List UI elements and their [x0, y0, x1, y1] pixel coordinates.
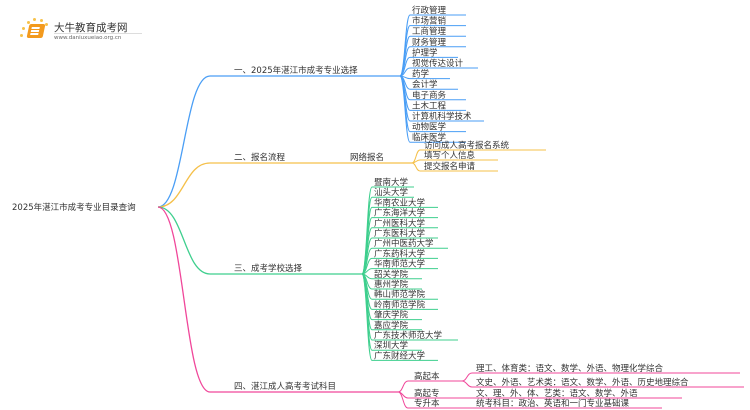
leaf-node[interactable]: 工商管理: [412, 26, 447, 37]
leaf-node[interactable]: 广东财经大学: [374, 350, 426, 361]
leaf-connector: [461, 380, 744, 388]
branches-layer: 一、2025年湛江市成考专业选择 行政管理市场营销工商管理财务管理护理学视觉传达设…: [157, 5, 744, 409]
logo-dot: [40, 19, 43, 22]
leaf-node[interactable]: 文、理、外、体、艺类：语文、数学、外语: [476, 388, 638, 399]
sub-branch-connector: [397, 391, 462, 409]
logo-dot: [27, 21, 30, 24]
logo-url: www.daniuxueiao.org.cn: [54, 35, 122, 41]
sub-branch-node[interactable]: 高起本: [414, 371, 440, 382]
leaf-node[interactable]: 岭南师范学院: [374, 299, 426, 310]
leaf-node[interactable]: 电子商务: [412, 90, 447, 101]
leaf-node[interactable]: 市场营销: [412, 16, 447, 27]
leaf-connector: [411, 162, 498, 172]
logo-title: 大牛教育成考网: [54, 22, 128, 34]
leaf-node[interactable]: 护理学: [412, 47, 438, 58]
leaf-node[interactable]: 访问成人高考报名系统: [424, 140, 510, 151]
leaf-node[interactable]: 广州中医药大学: [374, 238, 434, 249]
branch-node[interactable]: 四、湛江成人高考考试科目: [234, 381, 336, 392]
leaf-node[interactable]: 临床医学: [412, 132, 447, 143]
leaf-node[interactable]: 广东技术师范大学: [374, 330, 443, 341]
sub-branch-node[interactable]: 网络报名: [350, 152, 384, 163]
leaf-node[interactable]: 统考科目：政治、英语和一门专业基础课: [476, 398, 630, 409]
branch-connector: [157, 206, 362, 275]
sub-branch-node[interactable]: 高起专: [414, 388, 440, 399]
leaf-node[interactable]: 韶关学院: [374, 269, 409, 280]
root-node: 2025年湛江市成考专业目录查询: [12, 202, 136, 213]
leaf-node[interactable]: 华南农业大学: [374, 197, 426, 208]
leaf-node[interactable]: 行政管理: [412, 5, 447, 16]
logo-dot: [22, 27, 25, 30]
site-logo[interactable]: 大牛教育成考网 www.daniuxueiao.org.cn: [18, 18, 142, 48]
leaf-node[interactable]: 计算机科学技术: [412, 111, 472, 122]
branch-node[interactable]: 一、2025年湛江市成考专业选择: [234, 65, 358, 76]
leaf-node[interactable]: 土木工程: [412, 100, 447, 111]
leaf-node[interactable]: 药学: [412, 69, 430, 80]
sub-branch-connector: [397, 380, 462, 393]
leaf-node[interactable]: 汕头大学: [374, 187, 409, 198]
leaf-node[interactable]: 动物医学: [412, 122, 447, 133]
leaf-node[interactable]: 暨南大学: [374, 177, 409, 188]
leaf-node[interactable]: 文史、外语、艺术类：语文、数学、外语、历史地理综合: [476, 377, 689, 388]
branch-connector: [157, 162, 412, 208]
leaf-node[interactable]: 深圳大学: [374, 340, 409, 351]
leaf-node[interactable]: 提交报名申请: [424, 161, 476, 172]
leaf-node[interactable]: 广州医科大学: [374, 218, 426, 229]
leaf-node[interactable]: 会计学: [412, 79, 438, 90]
branch-connector: [157, 206, 398, 393]
leaf-node[interactable]: 广东药科大学: [374, 248, 426, 259]
logo-dot: [45, 23, 48, 26]
leaf-connector: [361, 273, 438, 361]
leaf-node[interactable]: 理工、体育类：语文、数学、外语、物理化学综合: [476, 363, 664, 374]
leaf-connector: [399, 75, 466, 143]
leaf-node[interactable]: 肇庆学院: [374, 310, 409, 321]
leaf-node[interactable]: 华南师范大学: [374, 259, 426, 270]
logo-dot: [33, 18, 36, 21]
branch-connector: [157, 75, 400, 208]
leaf-node[interactable]: 填写个人信息: [424, 150, 476, 161]
leaf-node[interactable]: 韩山师范学院: [374, 289, 426, 300]
leaf-node[interactable]: 广东海洋大学: [374, 208, 426, 219]
leaf-node[interactable]: 惠州学院: [374, 279, 409, 290]
sub-branch-node[interactable]: 专升本: [414, 398, 440, 409]
logo-dot: [20, 34, 23, 37]
logo-divider: [54, 33, 142, 34]
branch-node[interactable]: 二、报名流程: [234, 152, 286, 163]
branch-node[interactable]: 三、成考学校选择: [234, 263, 303, 274]
leaf-node[interactable]: 广东医科大学: [374, 228, 426, 239]
leaf-node[interactable]: 视觉传达设计: [412, 58, 464, 69]
leaf-node[interactable]: 嘉应学院: [374, 320, 409, 331]
leaf-node[interactable]: 财务管理: [412, 37, 447, 48]
